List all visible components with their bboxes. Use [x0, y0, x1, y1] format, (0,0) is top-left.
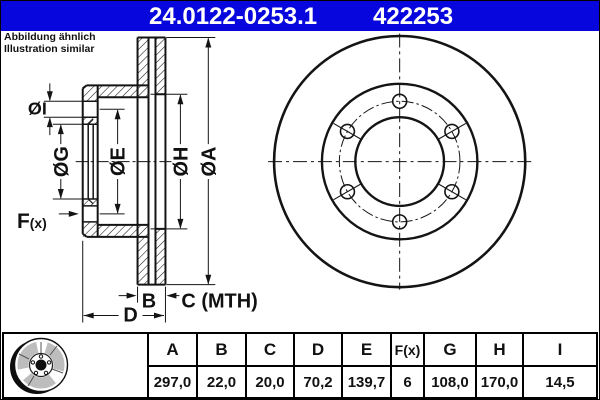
value-b: 22,0: [198, 367, 245, 397]
note-line-en: Illustration similar: [4, 42, 95, 55]
dim-label-dia-h: ØH: [170, 147, 192, 177]
value-d: 70,2: [295, 367, 341, 397]
col-header-a: A: [149, 334, 196, 365]
brake-disc-thumbnail: [10, 337, 69, 394]
value-g: 108,0: [425, 367, 475, 397]
dim-label-d: D: [123, 305, 137, 327]
col-header-g: G: [425, 334, 475, 365]
col-header-b: B: [198, 334, 245, 365]
value-c: 20,0: [247, 367, 293, 397]
similarity-note: Abbildung ähnlich Illustration similar: [4, 31, 96, 55]
bolt-hole-center-marks: [333, 122, 467, 201]
bolt-holes: [339, 93, 460, 230]
dim-label-f: F(x): [17, 210, 47, 233]
part-number: 24.0122-0253.1: [149, 3, 318, 30]
col-header-i: I: [524, 334, 596, 365]
dim-label-b: B: [142, 291, 156, 313]
col-header-fx: F(x): [392, 334, 423, 365]
value-e: 139,7: [343, 367, 390, 397]
bolt-circle: [338, 100, 461, 223]
section-hatching: [82, 37, 166, 285]
dimension-table: A B C D E F(x) G H I 297,0 22,0 20,0 70,…: [2, 332, 598, 399]
dim-label-dia-e: ØE: [108, 147, 130, 176]
cross-section-view: ØI ØG ØE ØH ØA F(x) B C (MTH) D: [17, 36, 258, 327]
dim-label-dia-i: ØI: [28, 99, 47, 119]
product-thumbnail-cell: [4, 334, 147, 397]
front-view: [268, 33, 534, 290]
col-header-h: H: [477, 334, 522, 365]
value-i: 14,5: [524, 367, 596, 397]
flange-detail-lines: [82, 100, 98, 223]
dimension-lines: [43, 36, 216, 323]
dim-label-dia-g: ØG: [51, 146, 73, 177]
center-bore-circle: [354, 116, 446, 208]
dim-label-c: C (MTH): [181, 291, 257, 313]
hat-diameter-circle: [320, 82, 479, 241]
outer-diameter-circle: [272, 34, 527, 289]
col-header-d: D: [295, 334, 341, 365]
title-bar: 24.0122-0253.1 422253: [1, 1, 599, 31]
value-h: 170,0: [477, 367, 522, 397]
col-header-c: C: [247, 334, 293, 365]
technical-drawing: ØI ØG ØE ØH ØA F(x) B C (MTH) D: [17, 33, 534, 327]
col-header-e: E: [343, 334, 390, 365]
dim-label-dia-a: ØA: [198, 147, 220, 177]
reference-number: 422253: [373, 3, 454, 30]
note-line-de: Abbildung ähnlich: [4, 31, 96, 43]
value-a: 297,0: [149, 367, 196, 397]
arrowheads: [46, 37, 212, 319]
value-fx: 6: [392, 367, 423, 397]
